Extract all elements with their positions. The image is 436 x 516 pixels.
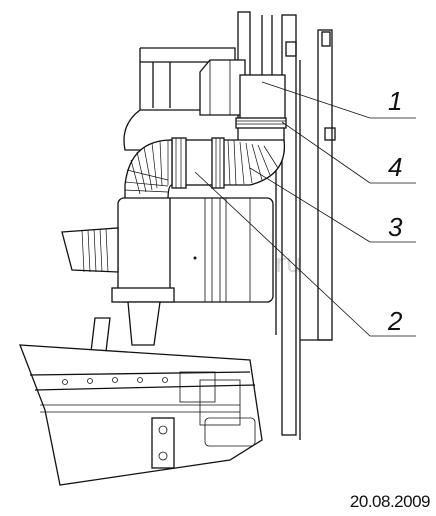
air-filter (111, 197, 274, 346)
elbow-right (219, 139, 286, 186)
callout-1: 1 (388, 86, 402, 116)
drawing-date: 20.08.2009 (349, 492, 431, 511)
callout-3: 3 (388, 212, 403, 242)
callout-2: 2 (387, 306, 403, 336)
clamp-upper (235, 117, 287, 129)
callout-4: 4 (388, 152, 402, 182)
elbow-left (124, 139, 173, 201)
connecting-pipe (169, 137, 225, 189)
leader-lines (194, 81, 416, 337)
side-intake (61, 227, 119, 273)
chassis (19, 344, 263, 486)
